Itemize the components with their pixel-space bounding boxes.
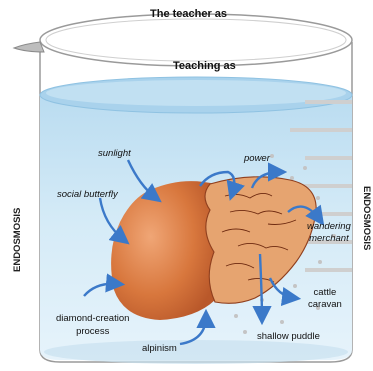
label-sunlight: sunlight: [98, 148, 131, 159]
right-side-label: ENDOSMOSIS: [361, 186, 372, 250]
beaker-bottom: [44, 340, 348, 364]
surface-title: Teaching as: [173, 60, 236, 72]
label-cattle-caravan: cattle caravan: [308, 287, 342, 311]
beaker-spout: [14, 42, 44, 52]
beaker-rim: [40, 14, 352, 66]
label-social-butterfly: social butterfly: [57, 189, 118, 200]
label-power: power: [244, 153, 270, 164]
label-shallow-puddle: shallow puddle: [257, 331, 320, 342]
label-alpinism: alpinism: [142, 343, 177, 354]
top-title: The teacher as: [150, 8, 227, 20]
left-side-label: ENDOSMOSIS: [12, 208, 23, 272]
label-diamond-creation-process: diamond-creation process: [56, 312, 129, 338]
label-wandering-merchant: wandering merchant: [307, 221, 351, 245]
